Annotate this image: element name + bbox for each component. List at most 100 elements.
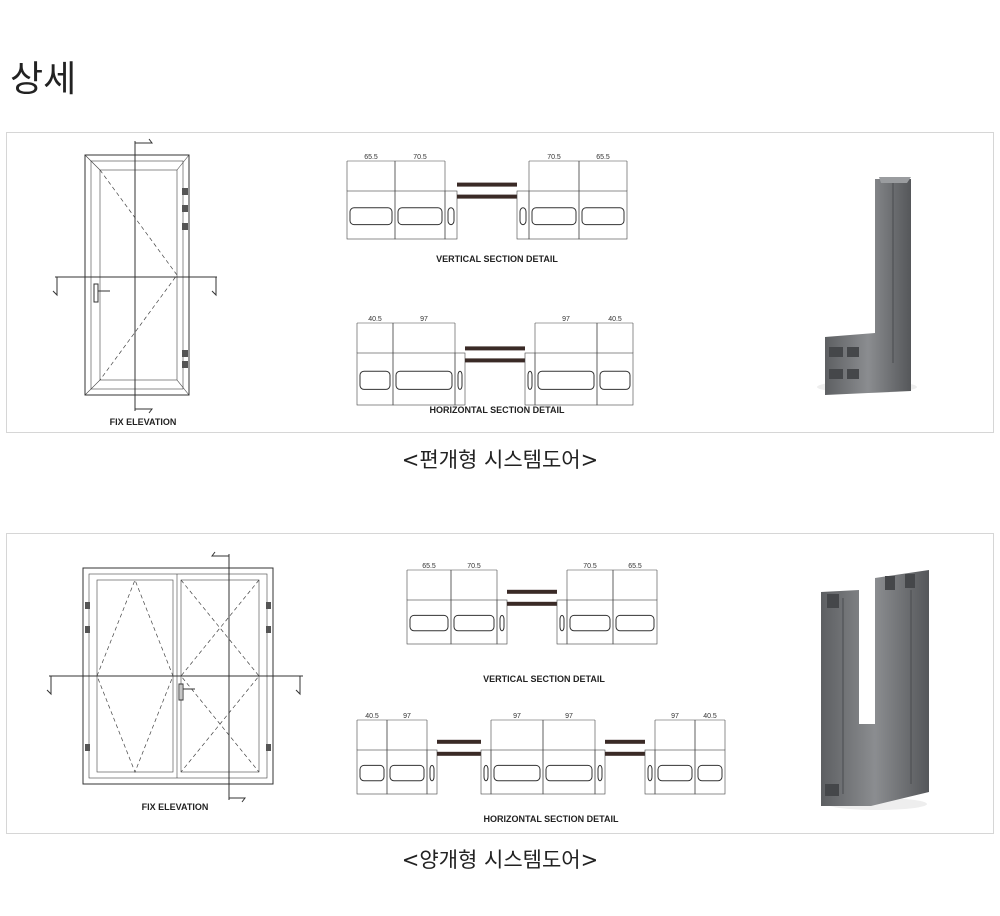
thermal-break: [453, 614, 495, 632]
glass-pane: [605, 739, 645, 744]
thermal-break: [499, 614, 505, 632]
frame-profile: [346, 190, 396, 240]
thermal-break: [537, 370, 595, 390]
frame-profile: [528, 190, 580, 240]
vertical-section-label: VERTICAL SECTION DETAIL: [483, 674, 605, 684]
glass-pane: [465, 346, 497, 351]
dimension-label: 65.5: [628, 563, 642, 570]
thermal-break: [531, 207, 577, 226]
thermal-break: [389, 764, 425, 782]
frame-profile: [596, 352, 634, 406]
page-title: 상세: [10, 59, 77, 100]
glass-pane: [507, 589, 531, 594]
dimension-label: 40.5: [608, 316, 622, 323]
u-profile-3d-image: [821, 570, 929, 810]
frame-profile: [516, 190, 530, 240]
double-door-detail-panel: FIX ELEVATION 65.5 70.5 70.5 65.5 40.5 97 97 9…: [6, 533, 994, 834]
thermal-break: [349, 207, 393, 226]
glass-pane: [487, 194, 517, 199]
thermal-break: [527, 370, 533, 390]
dimension-label: 70.5: [583, 563, 597, 570]
dimension-label: 40.5: [703, 713, 717, 720]
dimension-label: 40.5: [365, 713, 379, 720]
dimension-label: 65.5: [364, 154, 378, 161]
frame-profile: [444, 190, 458, 240]
thermal-break: [457, 370, 463, 390]
dimension-label: 70.5: [547, 154, 561, 161]
frame-profile: [612, 599, 658, 645]
double-door-caption: <양개형 시스템도어>: [401, 848, 599, 872]
dimension-label: 40.5: [368, 316, 382, 323]
frame-profile: [694, 749, 726, 795]
frame-profile: [454, 352, 466, 406]
glass-pane: [457, 194, 487, 199]
frame-profile: [556, 599, 568, 645]
dimension-label: 70.5: [467, 563, 481, 570]
thermal-break: [597, 764, 603, 782]
thermal-break: [429, 764, 435, 782]
frame-profile: [654, 749, 696, 795]
dimension-label: 65.5: [422, 563, 436, 570]
thermal-break: [409, 614, 449, 632]
frame-profile: [594, 749, 606, 795]
vertical-section-drawing: 65.5 70.5 70.5 65.5: [406, 563, 658, 645]
thermal-break: [615, 614, 655, 632]
frame-profile: [644, 749, 656, 795]
frame-profile: [450, 599, 498, 645]
glass-pane: [437, 739, 481, 744]
dimension-label: 65.5: [596, 154, 610, 161]
thermal-break: [569, 614, 611, 632]
thermal-break: [493, 764, 541, 782]
thermal-break: [359, 370, 391, 390]
horizontal-section-drawing: 40.5 97 97 40.5: [356, 316, 634, 406]
frame-profile: [524, 352, 536, 406]
frame-profile: [496, 599, 508, 645]
fix-elevation-label: FIX ELEVATION: [142, 802, 209, 812]
dimension-label: 97: [403, 713, 411, 720]
dimension-label: 70.5: [413, 154, 427, 161]
glass-pane: [605, 751, 645, 756]
dimension-label: 97: [565, 713, 573, 720]
single-door-caption: <편개형 시스템도어>: [401, 448, 599, 472]
dimension-label: 97: [562, 316, 570, 323]
horizontal-section-label: HORIZONTAL SECTION DETAIL: [430, 405, 565, 415]
thermal-break: [483, 764, 489, 782]
frame-profile: [542, 749, 596, 795]
fix-elevation-label: FIX ELEVATION: [110, 417, 177, 427]
frame-profile: [406, 599, 452, 645]
thermal-break: [395, 370, 453, 390]
dimension-label: 97: [513, 713, 521, 720]
frame-profile: [392, 352, 456, 406]
frame-profile: [566, 599, 614, 645]
glass-pane: [531, 589, 557, 594]
glass-pane: [465, 358, 497, 363]
thermal-break: [559, 614, 565, 632]
double-door-drawings: FIX ELEVATION 65.5 70.5 70.5 65.5 40.5 97 97 9…: [46, 551, 929, 824]
corner-profile-3d-image: [817, 177, 917, 395]
thermal-break: [447, 207, 455, 226]
thermal-break: [359, 764, 385, 782]
frame-profile: [386, 749, 428, 795]
thermal-break: [657, 764, 693, 782]
frame-profile: [356, 352, 394, 406]
dimension-label: 97: [671, 713, 679, 720]
glass-pane: [531, 601, 557, 606]
thermal-break: [519, 207, 527, 226]
thermal-break: [397, 207, 443, 226]
glass-pane: [497, 346, 525, 351]
vertical-section-label: VERTICAL SECTION DETAIL: [436, 254, 558, 264]
thermal-break: [697, 764, 723, 782]
horizontal-section-label: HORIZONTAL SECTION DETAIL: [484, 814, 619, 824]
fix-elevation-drawing: FIX ELEVATION: [52, 138, 217, 427]
vertical-section-drawing: 65.5 70.5 70.5 65.5: [346, 154, 628, 240]
fix-elevation-drawing: FIX ELEVATION: [46, 551, 303, 812]
horizontal-section-drawing: 40.5 97 97 97 97 40.5: [356, 713, 726, 795]
frame-profile: [480, 749, 492, 795]
thermal-break: [647, 764, 653, 782]
frame-profile: [356, 749, 388, 795]
thermal-break: [581, 207, 625, 226]
dimension-label: 97: [420, 316, 428, 323]
thermal-break: [545, 764, 593, 782]
